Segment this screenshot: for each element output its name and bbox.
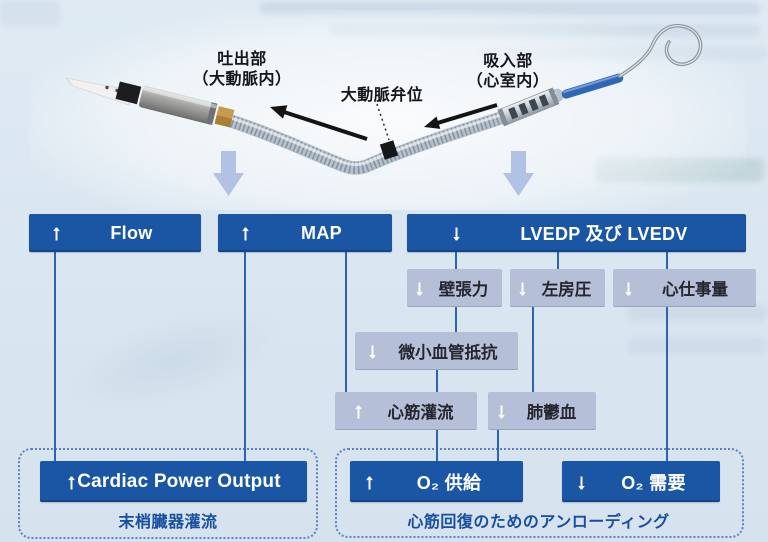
box-flow-label: Flow <box>110 222 153 243</box>
box-o2-demand: ↓ O₂ 需要 <box>562 461 720 502</box>
bleed-artifact <box>628 305 766 321</box>
label-outlet-title: 吐出部 <box>217 51 267 68</box>
down-block-arrow-left <box>213 151 244 196</box>
flow-direction-arrow-right <box>424 103 498 129</box>
valve-label-leader <box>376 103 390 141</box>
valve-marker-band <box>379 140 399 160</box>
up-arrow-icon: ↑ <box>240 220 251 245</box>
connector-line <box>345 250 347 394</box>
box-o2-demand-label: O₂ 需要 <box>621 472 686 493</box>
bleed-artifact <box>52 287 298 433</box>
label-valve: 大動脈弁位 <box>317 86 447 106</box>
label-valve-text: 大動脈弁位 <box>340 87 424 104</box>
connector-line <box>532 305 534 394</box>
connector-line <box>244 250 246 463</box>
connector-line <box>666 250 668 271</box>
down-arrow-icon: ↓ <box>496 398 507 423</box>
box-microvascular-resistance-label: 微小血管抵抗 <box>398 344 498 362</box>
connector-line <box>54 250 56 463</box>
down-arrow-icon: ↓ <box>517 275 528 300</box>
box-pulmonary-congestion: ↓ 肺鬱血 <box>488 392 596 430</box>
box-flow: ↑ Flow <box>29 214 201 252</box>
up-arrow-icon: ↑ <box>353 398 364 423</box>
connector-line <box>557 250 559 271</box>
connector-line <box>666 305 668 463</box>
box-cardiac-work: ↓ 心仕事量 <box>613 269 756 307</box>
catheter-pigtail <box>618 23 703 78</box>
down-arrow-icon: ↓ <box>367 338 378 363</box>
label-inlet-sub: （心室内） <box>466 73 550 91</box>
box-map-label: MAP <box>301 222 342 243</box>
connector-line <box>436 428 438 463</box>
down-arrow-icon: ↓ <box>414 275 425 300</box>
box-wall-tension-label: 壁張力 <box>438 281 489 299</box>
label-inlet: 吸入部 （心室内） <box>428 52 588 93</box>
caption-myocardial-unloading: 心筋回復のためのアンローディング <box>407 514 670 531</box>
connector-line <box>455 305 457 334</box>
label-inlet-title: 吸入部 <box>483 53 533 70</box>
down-arrow-icon: ↓ <box>576 468 587 494</box>
catheter-inlet-cage <box>497 87 560 127</box>
up-arrow-icon: ↑ <box>51 220 62 245</box>
flow-direction-arrow-left <box>270 105 368 141</box>
label-outlet: 吐出部 （大動脈内） <box>157 50 327 91</box>
box-cardiac-power-output-label: Cardiac Power Output <box>77 470 281 492</box>
catheter-photo <box>65 23 703 196</box>
label-outlet-sub: （大動脈内） <box>192 71 292 89</box>
connector-line <box>436 368 438 394</box>
catheter-motor-housing <box>115 81 235 128</box>
up-arrow-icon: ↑ <box>364 468 375 494</box>
photo-background <box>30 10 746 210</box>
box-left-atrial-pressure-label: 左房圧 <box>541 281 592 299</box>
box-pulmonary-congestion-label: 肺鬱血 <box>526 404 577 422</box>
bleed-artifact <box>628 338 766 354</box>
box-cardiac-work-label: 心仕事量 <box>662 281 728 299</box>
box-lvedp-lvedv-label: LVEDP 及び LVEDV <box>520 224 688 244</box>
box-left-atrial-pressure: ↓ 左房圧 <box>510 269 605 307</box>
down-arrow-icon: ↓ <box>623 275 634 300</box>
catheter-blue-segment <box>561 73 624 99</box>
connector-line <box>497 428 499 463</box>
box-cardiac-power-output: ↑ Cardiac Power Output <box>40 461 307 502</box>
box-myocardial-perfusion-label: 心筋灌流 <box>387 404 454 422</box>
down-arrow-icon: ↓ <box>451 220 462 245</box>
group-myocardial-unloading <box>335 448 744 538</box>
box-lvedp-lvedv: ↓ LVEDP 及び LVEDV <box>407 214 746 252</box>
box-o2-supply-label: O₂ 供給 <box>416 472 482 493</box>
group-peripheral-perfusion <box>18 448 318 539</box>
box-map: ↑ MAP <box>218 214 392 252</box>
connector-line <box>455 250 457 271</box>
caption-peripheral-perfusion: 末梢臓器灌流 <box>118 514 218 531</box>
up-arrow-icon: ↑ <box>66 468 77 494</box>
box-wall-tension: ↓ 壁張力 <box>407 269 502 307</box>
catheter-cannula <box>221 88 564 175</box>
box-myocardial-perfusion: ↑ 心筋灌流 <box>335 392 477 430</box>
down-block-arrow-right <box>503 151 534 196</box>
box-o2-supply: ↑ O₂ 供給 <box>350 461 523 502</box>
box-microvascular-resistance: ↓ 微小血管抵抗 <box>355 332 518 370</box>
